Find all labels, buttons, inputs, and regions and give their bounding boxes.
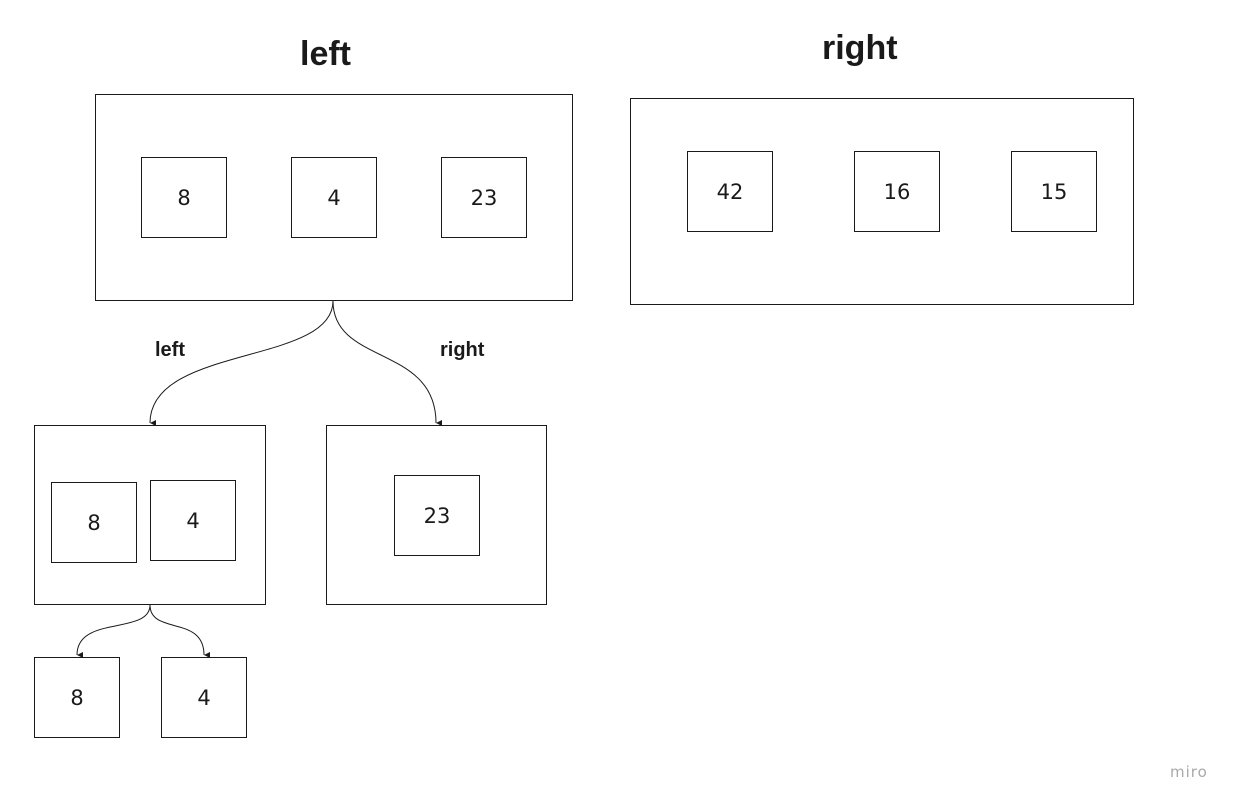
array-cell: 16: [854, 151, 940, 232]
array-cell: 8: [141, 157, 227, 238]
array-cell: 4: [150, 480, 236, 561]
connector-right-curve: [332, 300, 443, 426]
left-heading: left: [300, 35, 351, 73]
right-heading: right: [822, 29, 898, 67]
array-cell: 42: [687, 151, 773, 232]
connector-left-curve: [149, 300, 334, 427]
connector-left-curve: [76, 604, 151, 659]
array-cell: 15: [1011, 151, 1097, 232]
edge-label-left: left: [155, 339, 185, 361]
array-cell: 8: [51, 482, 137, 563]
leaf-cell: 4: [161, 657, 247, 738]
array-cell: 23: [394, 475, 480, 556]
array-cell: 4: [291, 157, 377, 238]
connector-right-curve: [149, 604, 211, 658]
miro-watermark: miro: [1170, 763, 1208, 781]
array-cell: 23: [441, 157, 527, 238]
leaf-cell: 8: [34, 657, 120, 738]
level1-right-container: [326, 425, 547, 605]
edge-label-right: right: [440, 339, 485, 361]
